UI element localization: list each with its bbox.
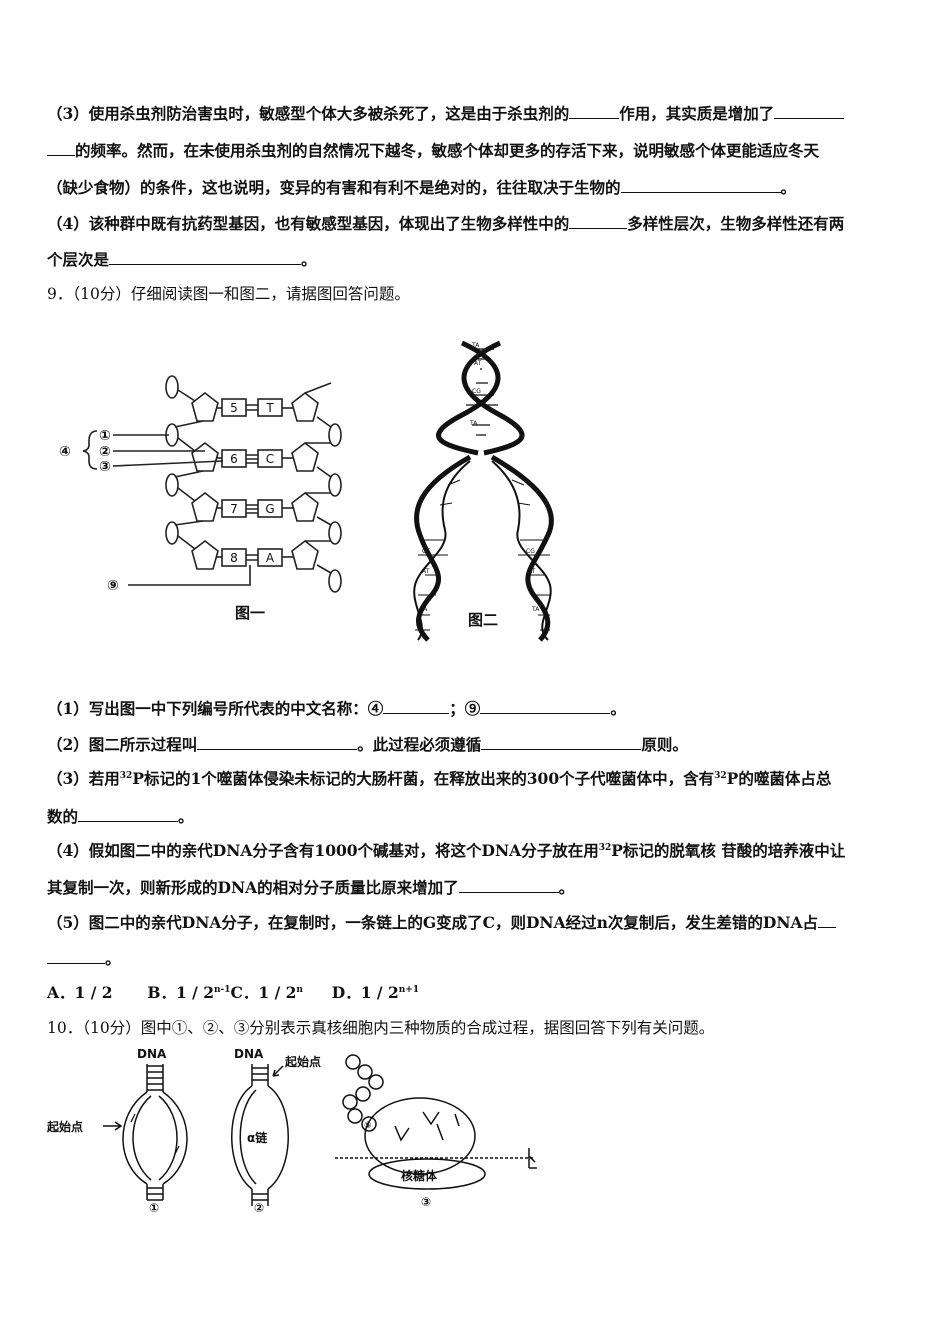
figure-2-caption: 图二 (468, 611, 498, 629)
answer-blank[interactable] (481, 734, 642, 750)
figure-2-dna-replication: TA AT CG TA GC AT TA CG AT TA 图二 (413, 340, 554, 642)
q9-sub4-line1: （4）假如图二中的亲代DNA分子含有1000个碱基对，将这个DNA分子放在用32… (47, 841, 846, 860)
q9-sub1: （1）写出图一中下列编号所代表的中文名称：④；⑨。 (47, 698, 626, 718)
q8-part3-line2: 的频率。然而，在未使用杀虫剂的自然情况下越冬，敏感个体却更多的存活下来，说明敏感… (47, 140, 819, 161)
answer-blank[interactable] (569, 213, 628, 229)
svg-text:CG: CG (472, 388, 481, 395)
option-d[interactable]: D．1 / 2n+1 (331, 983, 420, 1002)
origin-label-2: 起始点 (284, 1054, 321, 1069)
option-c[interactable]: C．1 / 2n (230, 983, 303, 1002)
polypeptide-chain (342, 1054, 384, 1132)
label-1: ① (99, 428, 111, 444)
answer-blank[interactable] (480, 698, 611, 714)
phosphate (328, 569, 342, 593)
answer-blank[interactable] (78, 806, 179, 822)
option-a[interactable]: A．1 / 2 (47, 983, 113, 1002)
answer-blank[interactable] (818, 912, 837, 928)
phosphate (328, 423, 342, 447)
answer-blank[interactable] (383, 698, 450, 714)
answer-blank[interactable] (197, 734, 358, 750)
alpha-chain-label: α链 (247, 1130, 268, 1145)
label-3: ③ (99, 459, 111, 475)
phosphate (165, 521, 179, 545)
q9-sub5-line2: 。 (47, 948, 121, 969)
answer-blank[interactable] (569, 103, 620, 119)
dna-label-2: DNA (234, 1047, 264, 1061)
transcription-bubble (231, 1085, 289, 1190)
fig1-number: 7 (230, 502, 238, 516)
answer-blank[interactable] (774, 103, 845, 119)
svg-text:AT: AT (528, 568, 536, 575)
replication-bubble (122, 1091, 188, 1185)
svg-text:CG: CG (526, 548, 535, 555)
fig1-number: 8 (230, 551, 238, 565)
parent-strand (461, 340, 525, 456)
figure-number-1: ① (149, 1201, 159, 1214)
deoxyribose (191, 441, 219, 472)
fig1-number: 5 (230, 401, 238, 415)
q8-part3-line3: （缺少食物）的条件，这也说明，变异的有害和有利不是绝对的，往往取决于生物的。 (47, 177, 797, 197)
daughter-strand (490, 454, 554, 642)
label-4: ④ (59, 444, 71, 460)
label-2: ② (99, 444, 111, 460)
phosphate (328, 521, 342, 545)
figure-1-caption: 图一 (235, 604, 265, 622)
option-b[interactable]: B．1 / 2n-1 (147, 983, 231, 1002)
fig1-base: A (266, 551, 275, 565)
q10-header: 10．（10分）图中①、②、③分别表示真核细胞内三种物质的合成过程，据图回答下列… (47, 1019, 715, 1037)
q8-part4-line1: （4）该种群中既有抗药型基因，也有敏感型基因，体现出了生物多样性中的多样性层次，… (47, 213, 845, 233)
q9-sub3-line1: （3）若用32P标记的1个噬菌体侵染未标记的大肠杆菌，在释放出来的300个子代噬… (47, 769, 832, 788)
q9-sub5-line1: （5）图二中的亲代DNA分子，在复制时，一条链上的G变成了C，则DNA经过n次复… (47, 912, 837, 933)
figure-number-2: ② (254, 1201, 264, 1214)
svg-text:AT: AT (422, 568, 430, 575)
ribosome-large (364, 1097, 476, 1175)
phosphate (328, 473, 342, 497)
q9-sub3-line2: 数的。 (47, 806, 194, 826)
svg-text:TA: TA (471, 342, 480, 349)
dna-label-1: DNA (137, 1047, 167, 1061)
deoxyribose (291, 491, 319, 522)
ribosome-small (368, 1158, 486, 1190)
svg-text:AT: AT (474, 360, 482, 367)
deoxyribose (291, 539, 319, 570)
q9-options: A．1 / 2 B．1 / 2n-1C．1 / 2n D．1 / 2n+1 (47, 983, 419, 1003)
figure-number-3: ③ (421, 1195, 431, 1209)
q9-sub4-line2: 其复制一次，则新形成的DNA的相对分子质量比原来增加了。 (47, 877, 575, 897)
deoxyribose (291, 441, 319, 472)
deoxyribose (191, 391, 219, 422)
svg-text:TA: TA (419, 606, 428, 613)
fig1-base: G (265, 502, 274, 516)
deoxyribose (191, 539, 219, 570)
parent-strand (436, 340, 501, 456)
phosphate (165, 375, 179, 399)
answer-blank[interactable] (458, 877, 559, 893)
fig1-number: 6 (230, 452, 238, 466)
answer-blank[interactable] (47, 140, 75, 156)
fig1-base: T (265, 401, 274, 415)
figure-1-dna-structure: 5 T 6 C 7 G 8 A ④ ① ② ③ ⑨ 图一 (59, 375, 342, 622)
svg-text:TA: TA (469, 420, 478, 427)
phosphate (165, 473, 179, 497)
q8-part4-line2: 个层次是。 (47, 249, 317, 269)
ribosome-label: 核糖体 (401, 1168, 438, 1183)
q9-header: 9．（10分）仔细阅读图一和图二，请据图回答问题。 (47, 285, 410, 303)
deoxyribose (191, 491, 219, 522)
svg-text:TA: TA (531, 606, 540, 613)
answer-blank[interactable] (109, 249, 302, 265)
fig1-base: C (266, 452, 274, 466)
answer-blank[interactable] (620, 177, 781, 193)
figure-q10: DNA DNA 起始点 起始点 α链 核糖体 ① ② ③ ⑤ (46, 1047, 537, 1214)
deoxyribose (291, 391, 319, 422)
answer-blank[interactable] (47, 948, 105, 964)
origin-label-1: 起始点 (46, 1119, 83, 1134)
svg-text:GC: GC (422, 548, 431, 555)
bead-label: ⑤ (364, 1121, 372, 1131)
q8-part3-line1: （3）使用杀虫剂防治害虫时，敏感型个体大多被杀死了，这是由于杀虫剂的作用，其实质… (47, 103, 845, 124)
label-9: ⑨ (107, 578, 119, 594)
q9-sub2: （2）图二所示过程叫。此过程必须遵循原则。 (47, 734, 688, 754)
